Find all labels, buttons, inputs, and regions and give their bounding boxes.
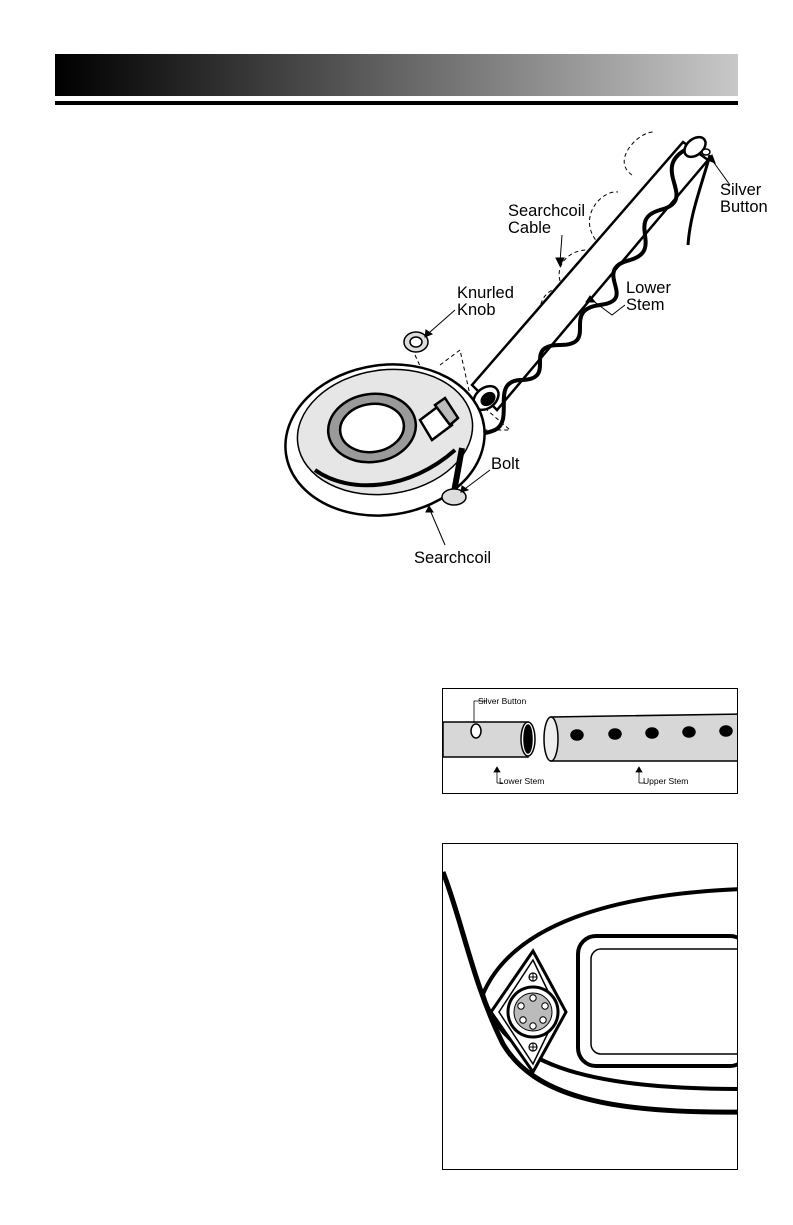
stem-diagram-box: Silver Button Lower Stem Upper Stem — [442, 688, 738, 794]
stem-upper-stem-label: Upper Stem — [643, 777, 688, 786]
control-housing-diagram-box — [442, 843, 738, 1170]
silver-button-label: Silver Button — [720, 182, 768, 216]
lower-stem-label: Lower Stem — [626, 280, 671, 314]
knurled-knob-label: Knurled Knob — [457, 285, 514, 319]
stem-lower-stem-label: Lower Stem — [499, 777, 544, 786]
bolt-label: Bolt — [491, 456, 519, 473]
searchcoil-assembly-illustration — [0, 0, 793, 600]
searchcoil-label: Searchcoil — [414, 550, 491, 567]
control-housing-illustration — [443, 844, 737, 1169]
searchcoil-cable-label: Searchcoil Cable — [508, 203, 585, 237]
stem-silver-button-label: Silver Button — [478, 697, 526, 706]
